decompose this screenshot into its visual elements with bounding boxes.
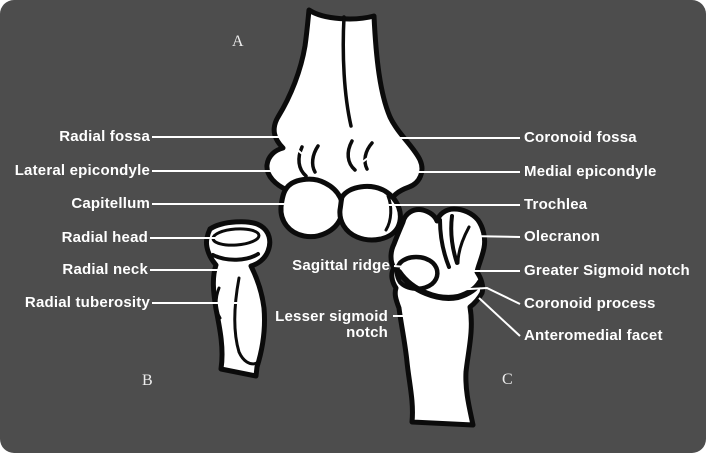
leader-line-coronoid-process xyxy=(433,286,521,305)
leader-line-anteromedial-facet xyxy=(478,297,521,337)
label-trochlea: Trochlea xyxy=(524,196,588,213)
humerus-bone-illustration xyxy=(264,7,425,243)
part-letter-a-humerus: A xyxy=(232,33,244,50)
label-radial-head: Radial head xyxy=(61,229,148,246)
humerus-shaft-ridge-crease xyxy=(341,15,353,128)
radial-neck-crease xyxy=(211,252,260,262)
leader-line-coronoid-fossa xyxy=(356,137,520,167)
leader-line-radial-fossa xyxy=(152,136,310,161)
label-radial-tuberosity: Radial tuberosity xyxy=(24,294,150,311)
part-letter-b-radius: B xyxy=(142,372,153,389)
label-radial-neck: Radial neck xyxy=(62,261,148,278)
coronoid-fossa-crease xyxy=(346,139,374,172)
part-letter-c-ulna: C xyxy=(502,371,513,388)
label-medial-epicondyle: Medial epicondyle xyxy=(524,163,657,180)
trochlea-shape xyxy=(337,183,403,243)
trochlea-medial-crease xyxy=(384,194,393,232)
olecranon-inner-crease xyxy=(456,225,471,265)
label-sagittal-ridge: Sagittal ridge xyxy=(292,257,390,274)
label-greater-sigmoid-notch: Greater Sigmoid notch xyxy=(524,262,690,279)
leader-line-sagittal-ridge xyxy=(393,265,429,270)
label-coronoid-process: Coronoid process xyxy=(524,295,656,312)
label-lesser-sigmoid-notch: Lesser sigmoid notch xyxy=(275,308,388,341)
label-lateral-epicondyle: Lateral epicondyle xyxy=(14,162,150,179)
ulna-bone-illustration xyxy=(388,206,488,428)
leader-line-olecranon xyxy=(466,235,521,238)
radius-bone-illustration xyxy=(204,219,273,379)
greater-sigmoid-notch-cleft-crease xyxy=(438,214,459,269)
leader-lines xyxy=(150,136,521,337)
capitellum-shape xyxy=(278,176,346,240)
label-anteromedial-facet: Anteromedial facet xyxy=(524,327,663,344)
label-capitellum: Capitellum xyxy=(71,195,150,212)
label-olecranon: Olecranon xyxy=(524,228,600,245)
label-coronoid-fossa: Coronoid fossa xyxy=(524,129,637,146)
radial-fossa-crease xyxy=(297,144,320,178)
radius-shaft-crease xyxy=(233,276,259,366)
label-radial-fossa: Radial fossa xyxy=(59,128,150,145)
